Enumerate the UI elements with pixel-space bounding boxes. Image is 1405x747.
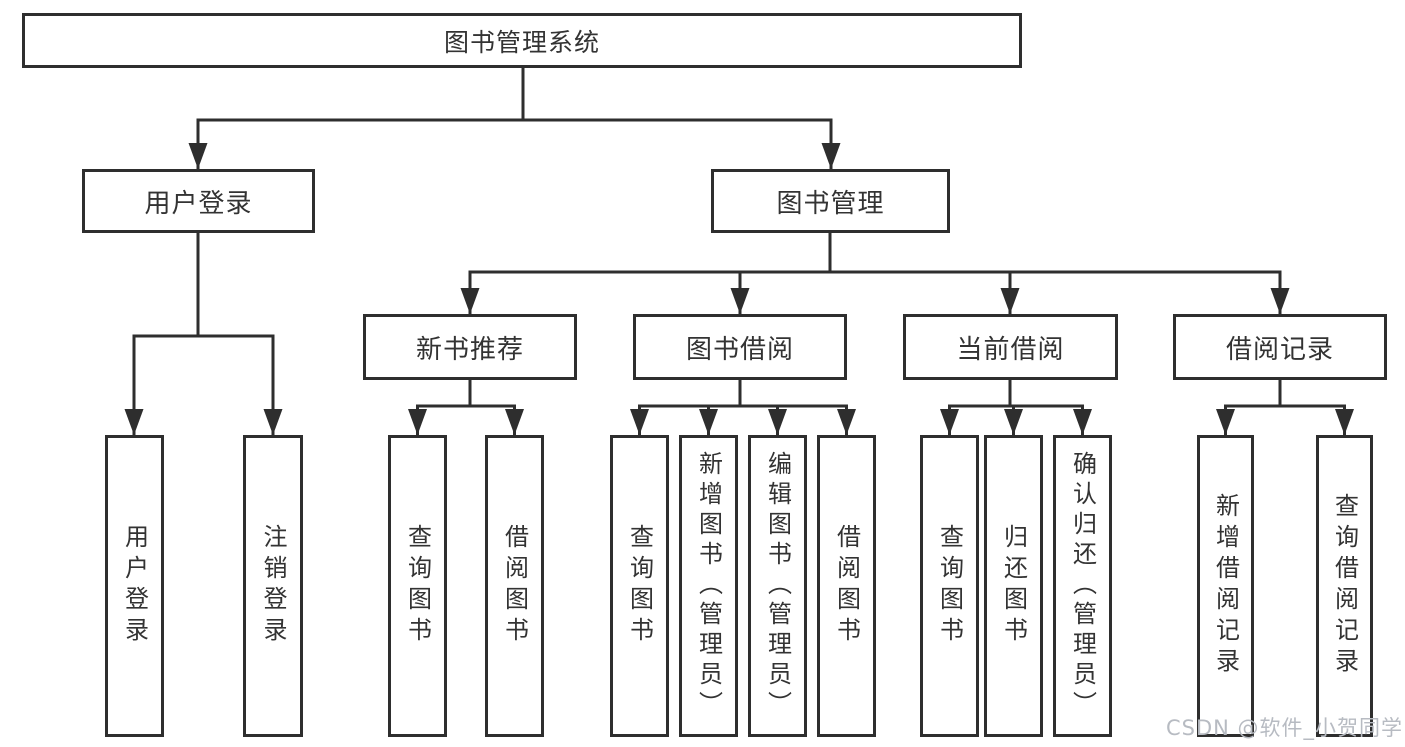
leaf-confirm-return-admin: 确认归还（管理员）	[1053, 435, 1112, 737]
node-new-book-recommend: 新书推荐	[363, 314, 577, 380]
connector-current-to-leaves	[940, 378, 1092, 435]
leaf-borrow-books: 借阅图书	[817, 435, 876, 737]
leaf-user-login: 用户登录	[105, 435, 164, 737]
leaf-borrow-books-recommend: 借阅图书	[485, 435, 544, 737]
connector-bookborrow-to-leaves	[630, 378, 856, 435]
connector-bookmgmt-to-level3	[460, 231, 1290, 314]
connector-newbook-to-leaves	[408, 378, 524, 435]
connector-root-to-level2	[188, 66, 841, 169]
node-library-management-system: 图书管理系统	[22, 13, 1022, 68]
leaf-query-books-borrowing: 查询图书	[610, 435, 669, 737]
node-user-login: 用户登录	[82, 169, 315, 233]
connector-userlogin-to-leaves	[124, 231, 283, 435]
leaf-logout: 注销登录	[243, 435, 303, 737]
leaf-return-books: 归还图书	[984, 435, 1043, 737]
leaf-query-borrow-record: 查询借阅记录	[1316, 435, 1373, 737]
node-book-borrowing: 图书借阅	[633, 314, 847, 380]
node-borrowing-records: 借阅记录	[1173, 314, 1387, 380]
leaf-query-books-current: 查询图书	[920, 435, 979, 737]
leaf-add-borrow-record: 新增借阅记录	[1197, 435, 1254, 737]
node-current-borrowing: 当前借阅	[903, 314, 1118, 380]
leaf-query-books-recommend: 查询图书	[388, 435, 447, 737]
node-book-management: 图书管理	[711, 169, 950, 233]
csdn-watermark: CSDN @软件_小贺同学	[1166, 716, 1404, 740]
connector-records-to-leaves	[1216, 378, 1354, 435]
leaf-edit-books-admin: 编辑图书（管理员）	[748, 435, 807, 737]
leaf-add-books-admin: 新增图书（管理员）	[679, 435, 738, 737]
